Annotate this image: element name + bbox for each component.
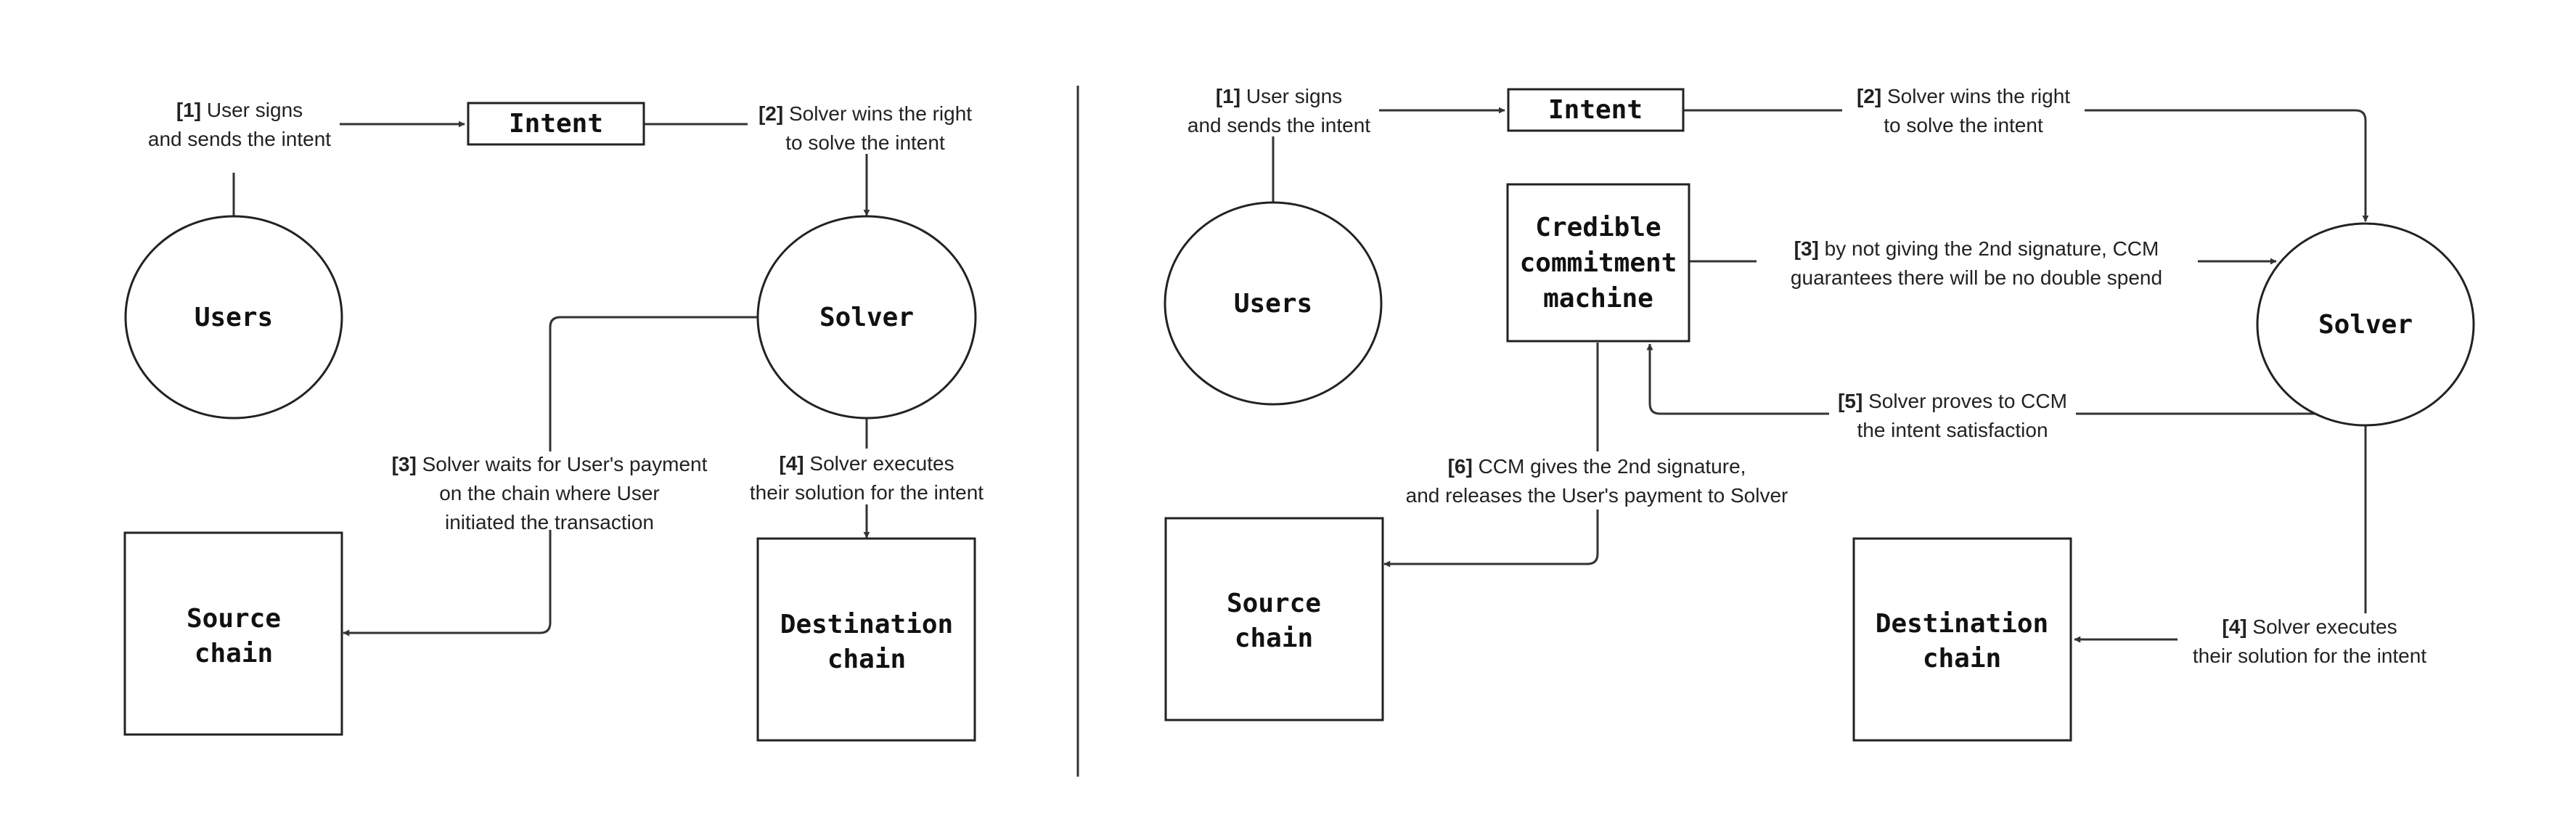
source-chain-box [1164, 517, 1384, 721]
users-node [1164, 201, 1383, 406]
step3-to-source-chain-arrow [343, 530, 552, 637]
solver-label: Solver [2318, 310, 2413, 340]
users-label: Users [195, 303, 273, 332]
source-chain-box [123, 531, 343, 736]
step2-to-solver-arrow [2085, 109, 2369, 222]
intent-label: Intent [1548, 95, 1643, 125]
destination-chain-box [756, 537, 976, 742]
solver-label: Solver [819, 303, 914, 332]
intent-box [1507, 88, 1685, 132]
users-node [124, 215, 343, 420]
solver-node [756, 215, 977, 420]
step3-label: [3] by not giving the 2nd signature, CCM… [1791, 237, 2162, 289]
destination-chain-box [1852, 537, 2072, 742]
users-label: Users [1234, 289, 1312, 319]
intent-box [467, 102, 645, 146]
step5-to-ccm-arrow [1646, 343, 1829, 415]
solver-to-step3-connector [549, 316, 758, 451]
ccm-box [1506, 183, 1690, 343]
intent-label: Intent [509, 109, 603, 139]
step6-to-source-chain-arrow [1383, 510, 1599, 568]
solver-node [2256, 222, 2475, 427]
step6-label: [6] CCM gives the 2nd signature,and rele… [1406, 455, 1788, 507]
